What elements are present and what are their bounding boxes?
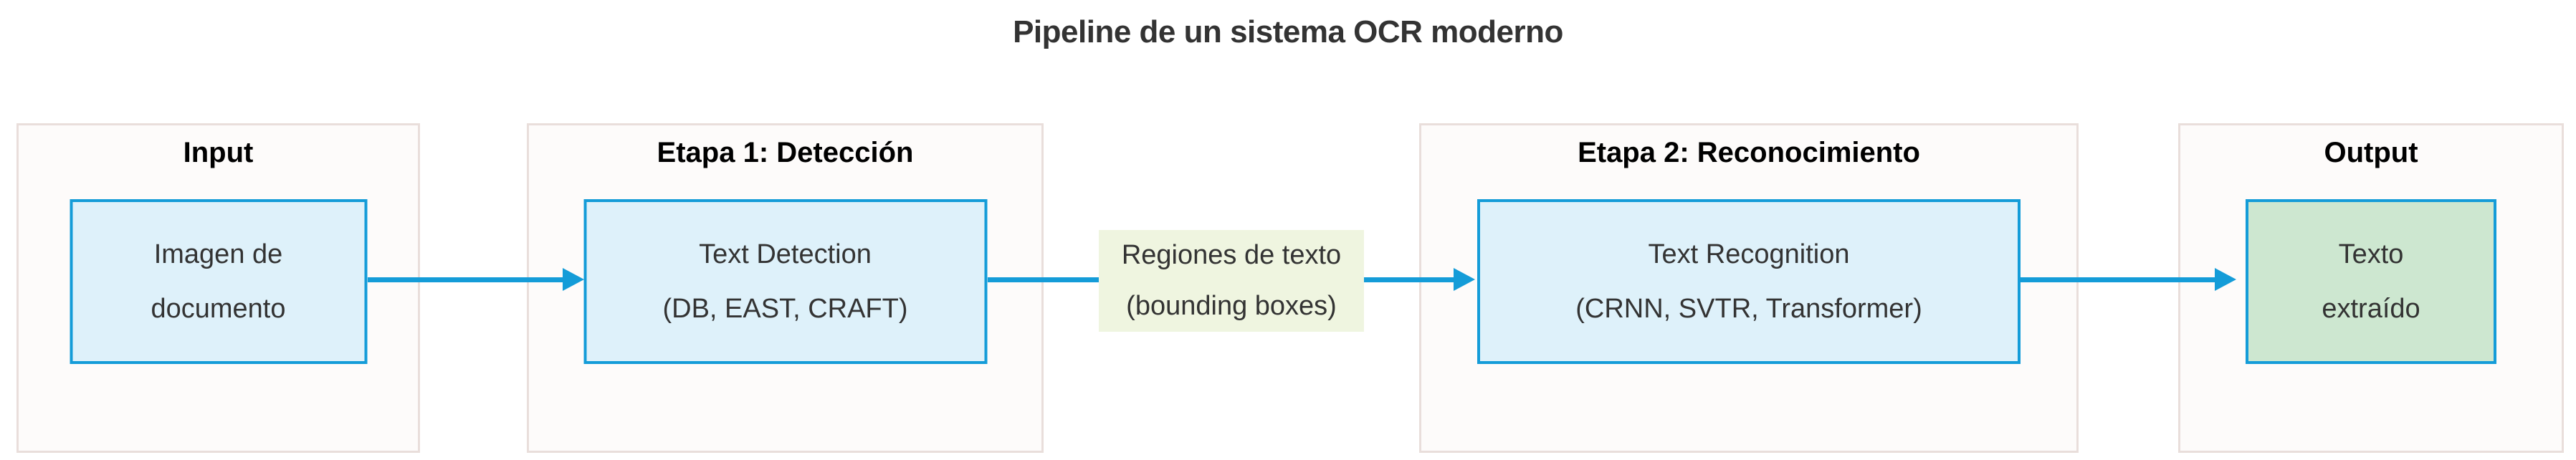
node-text-line: extraído — [2322, 294, 2420, 324]
node-text-line: Texto — [2338, 239, 2404, 269]
node-text-line: Text Detection — [699, 239, 872, 269]
edge-label-line: Regiones de texto — [1121, 240, 1342, 270]
cluster-output: Output Texto extraído — [2178, 123, 2564, 453]
node-text-recognition: Text Recognition (CRNN, SVTR, Transforme… — [1477, 199, 2021, 364]
edge-label-line: (bounding boxes) — [1126, 291, 1337, 321]
edge-recognition-to-output — [2018, 277, 2218, 282]
cluster-output-label: Output — [2324, 137, 2418, 168]
cluster-etapa-2-label: Etapa 2: Reconocimiento — [1578, 137, 1920, 168]
diagram-title: Pipeline de un sistema OCR moderno — [1013, 14, 1563, 49]
node-texto-extraido: Texto extraído — [2246, 199, 2496, 364]
node-text-line: Text Recognition — [1648, 239, 1850, 269]
cluster-input-label: Input — [183, 137, 254, 168]
node-text-line: Imagen de — [153, 239, 283, 269]
node-text-line: (DB, EAST, CRAFT) — [662, 294, 908, 324]
arrowhead-icon — [1454, 268, 1475, 291]
cluster-input: Input Imagen de documento — [16, 123, 420, 453]
node-imagen-de-documento: Imagen de documento — [70, 199, 367, 364]
node-text-line: documento — [151, 294, 286, 324]
cluster-etapa-1-deteccion: Etapa 1: Detección Text Detection (DB, E… — [527, 123, 1044, 453]
arrowhead-icon — [2215, 268, 2236, 291]
cluster-etapa-1-label: Etapa 1: Detección — [657, 137, 914, 168]
edge-input-to-detection — [368, 277, 566, 282]
edge-label-regiones-de-texto: Regiones de texto (bounding boxes) — [1099, 230, 1364, 332]
node-text-detection: Text Detection (DB, EAST, CRAFT) — [583, 199, 987, 364]
cluster-etapa-2-reconocimiento: Etapa 2: Reconocimiento Text Recognition… — [1419, 123, 2079, 453]
node-text-line: (CRNN, SVTR, Transformer) — [1575, 294, 1922, 324]
arrowhead-icon — [563, 268, 584, 291]
